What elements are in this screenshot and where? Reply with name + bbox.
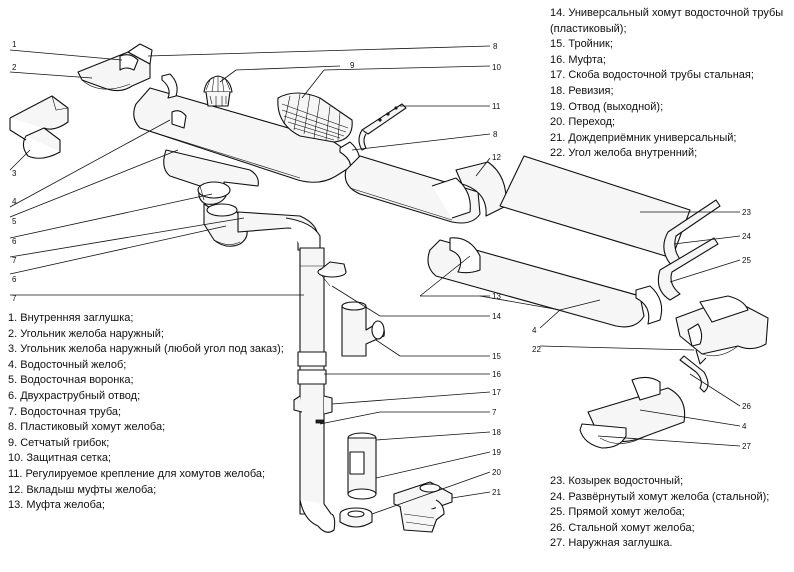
callout-5: 5 <box>12 217 17 226</box>
legend-item-6: 6. Двухраструбный отвод; <box>8 389 141 402</box>
legend-item-25: 25. Прямой хомут желоба; <box>550 506 685 519</box>
callout-19: 19 <box>492 448 501 457</box>
parts-illustration <box>9 43 769 533</box>
legend-parts-23-27: 23. Козырек водосточный; 24. Развёрнутый… <box>550 474 790 552</box>
outer-corner-with-cap <box>77 43 153 92</box>
legend-item-23: 23. Козырек водосточный; <box>550 475 684 487</box>
callout-12: 12 <box>492 153 501 162</box>
callout-26: 26 <box>742 402 751 411</box>
callout-11: 11 <box>492 102 501 111</box>
lower-gutter-with-end-cap <box>579 376 686 449</box>
reducer-fitting <box>339 507 373 528</box>
outer-angle-corner <box>9 95 69 159</box>
legend-item-21: 21. Дождеприёмник универсальный; <box>550 131 737 144</box>
legend-item-2: 2. Угольник желоба наружный; <box>8 327 164 340</box>
legend-item-16: 16. Муфта; <box>550 53 606 66</box>
legend-item-27: 27. Наружная заглушка. <box>550 537 673 550</box>
legend-item-3: 3. Угольник желоба наружный (любой угол … <box>8 343 284 356</box>
legend-item-7: 7. Водосточная труба; <box>8 405 122 418</box>
legend-item-9: 9. Сетчатый грибок; <box>8 436 110 449</box>
main-gutter-left <box>133 87 353 183</box>
callout-6b: 6 <box>12 275 17 284</box>
pipe-clamp-plastic <box>317 261 347 287</box>
double-socket-elbow <box>203 203 248 247</box>
callout-1: 1 <box>12 40 17 49</box>
legend-item-13: 13. Муфта желоба; <box>8 499 105 512</box>
legend-item-11: 11. Регулируемое крепление для хомутов ж… <box>8 467 266 480</box>
callout-23: 23 <box>742 208 751 217</box>
callout-20: 20 <box>492 468 501 477</box>
callout-25: 25 <box>742 256 751 265</box>
callout-10: 10 <box>492 63 501 72</box>
callout-17: 17 <box>492 388 501 397</box>
steel-pipe-bracket <box>293 395 333 424</box>
legend-item-18: 18. Ревизия; <box>550 84 614 97</box>
legend-item-20: 20. Переход; <box>550 116 616 129</box>
callout-8b: 8 <box>493 130 498 139</box>
callout-numbers: 1 2 3 4 5 6 7 6 7 8 9 10 11 8 12 23 24 2… <box>12 40 751 497</box>
callout-13: 13 <box>492 292 501 301</box>
mesh-mushroom <box>203 75 233 107</box>
gutter-outlet-funnel <box>163 149 259 205</box>
tee-fitting <box>341 301 385 357</box>
legend-item-12: 12. Вкладыш муфты желоба; <box>8 483 157 496</box>
callout-4: 4 <box>12 197 17 206</box>
coupler-insert <box>431 161 507 219</box>
mesh-guard <box>277 92 353 143</box>
callout-7b: 7 <box>12 294 17 303</box>
legend-item-8: 8. Пластиковый хомут желоба; <box>8 421 166 434</box>
rainwater-inlet <box>393 481 453 533</box>
gutter-apron <box>499 155 691 259</box>
callout-2: 2 <box>12 63 17 72</box>
legend-item-19: 19. Отвод (выходной); <box>550 100 664 113</box>
steel-gutter-clamps <box>657 199 721 301</box>
callout-leader-lines <box>9 45 741 515</box>
callout-4-right: 4 <box>742 422 747 431</box>
legend-item-22: 22. Угол желоба внутренний; <box>550 147 698 160</box>
callout-7: 7 <box>12 256 17 265</box>
callout-24: 24 <box>742 232 751 241</box>
inner-corner <box>675 295 769 357</box>
legend-item-10: 10. Защитная сетка; <box>8 452 112 465</box>
callout-16: 16 <box>492 370 501 379</box>
callout-18: 18 <box>492 428 501 437</box>
legend-item-24: 24. Развёрнутый хомут желоба (стальной); <box>550 490 770 503</box>
legend-item-5: 5. Водосточная воронка; <box>8 374 134 387</box>
legend-item-17: 17. Скоба водосточной трубы стальная; <box>550 69 754 82</box>
callout-8: 8 <box>493 42 498 51</box>
legend-item-26: 26. Стальной хомут желоба; <box>550 521 695 534</box>
inspection-fitting <box>347 432 377 500</box>
legend-parts-1-13: 1. Внутренняя заглушка; 2. Угольник жело… <box>8 311 298 514</box>
legend-item-14: 14. Универсальный хомут водосточной труб… <box>550 7 787 35</box>
legend-item-15: 15. Тройник; <box>550 38 613 51</box>
steel-gutter-clamp-26 <box>679 349 709 393</box>
offset-pipe <box>237 211 321 256</box>
callout-15: 15 <box>492 352 501 361</box>
callout-9: 9 <box>350 61 355 70</box>
callout-6: 6 <box>12 237 17 246</box>
callout-14: 14 <box>492 312 501 321</box>
main-gutter-right <box>427 237 663 328</box>
callout-27: 27 <box>742 442 751 451</box>
callout-7-pipe: 7 <box>492 408 497 417</box>
callout-4-mid: 4 <box>532 326 537 335</box>
callout-22: 22 <box>532 345 541 354</box>
callout-21: 21 <box>492 488 501 497</box>
legend-item-1: 1. Внутренняя заглушка; <box>8 312 134 324</box>
callout-3: 3 <box>12 169 17 178</box>
legend-parts-14-22: 14. Универсальный хомут водосточной труб… <box>550 6 790 162</box>
legend-item-4: 4. Водосточный желоб; <box>8 358 127 371</box>
downpipe <box>297 247 336 533</box>
adjustable-bracket <box>358 103 407 151</box>
